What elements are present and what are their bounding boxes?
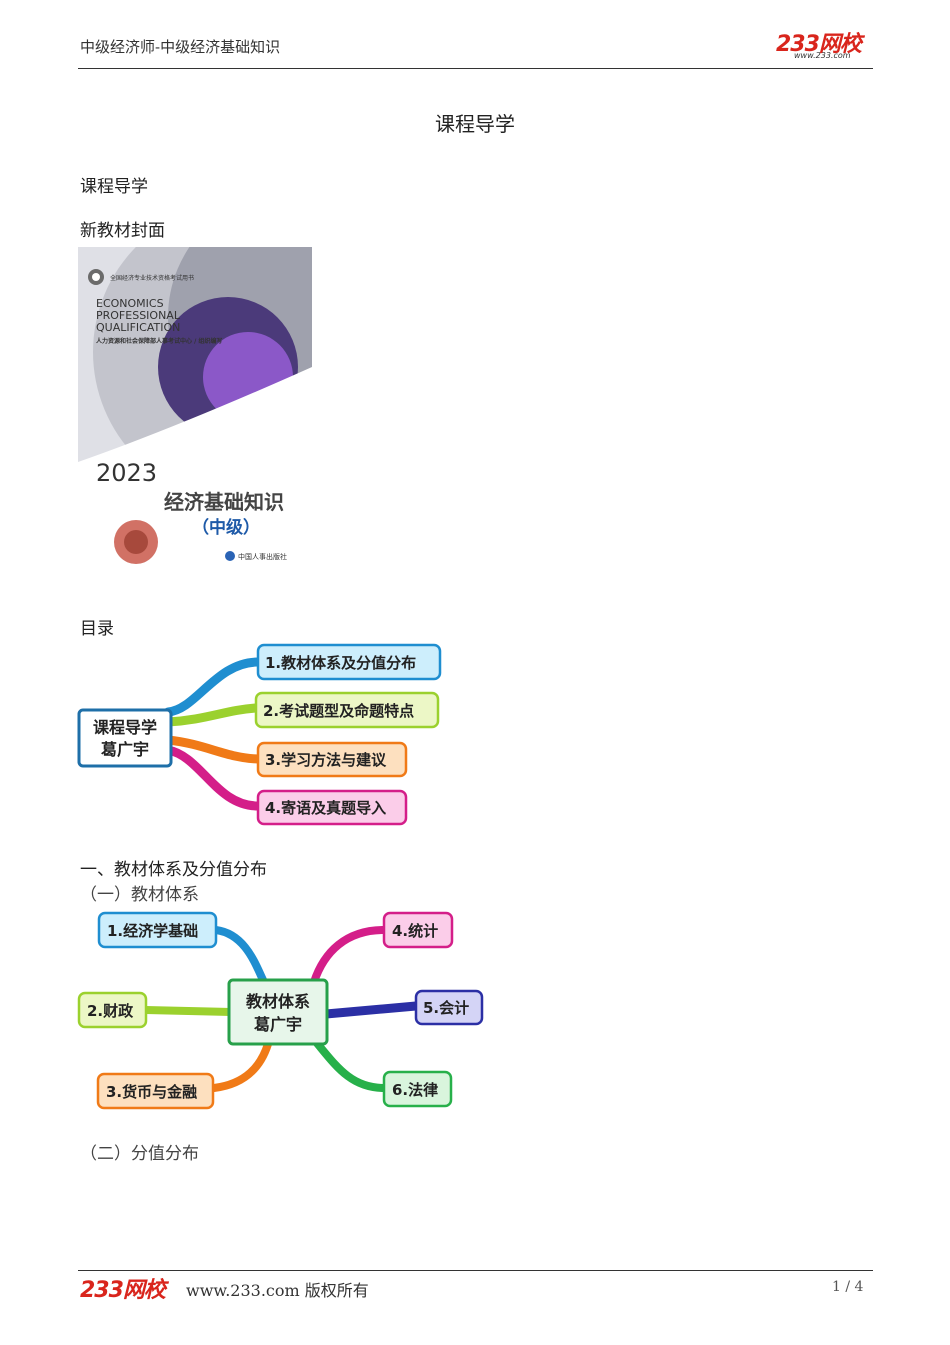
system-node-3 [96,1072,215,1110]
cover-level: （中级） [192,517,260,538]
system-node-6 [382,1070,453,1108]
toc-mindmap: 课程导学 葛广宇 1.教材体系及分值分布 2.考试题型及命题特点 3.学习方法与… [77,643,442,826]
intro-label: 课程导学 [80,177,148,197]
system-node-6-label: 6.法律 [392,1081,438,1099]
toc-center-line2: 葛广宇 [101,740,149,759]
cover-series: 全国经济专业技术资格考试用书 [110,274,194,282]
system-node-1-label: 1.经济学基础 [107,922,198,940]
system-branch-3 [210,1040,272,1092]
system-node-5 [414,989,484,1026]
system-node-5-label: 5.会计 [423,999,469,1017]
system-center-line2: 葛广宇 [254,1015,302,1034]
system-branch-2 [142,1006,235,1016]
system-mindmap: 教材体系 葛广宇 1.经济学基础 2.财政 3.货币与金融 4.统计 5.会计 … [77,911,484,1110]
cover-label: 新教材封面 [80,221,165,241]
system-node-2-label: 2.财政 [87,1002,134,1020]
toc-node-4 [256,789,408,826]
footer-copyright: www.233.com 版权所有 [186,1281,369,1300]
book-cover: 全国经济专业技术资格考试用书 ECONOMICS PROFESSIONAL QU… [78,247,312,585]
system-branch-5 [321,1001,421,1019]
system-branch-6 [312,1038,388,1092]
toc-label: 目录 [80,619,114,639]
cover-line3: QUALIFICATION [96,321,180,334]
toc-node-2 [254,691,440,729]
cover-org: 人力资源和社会保障部人事考试中心 / 组织编写 [96,337,222,345]
system-node-4 [382,911,454,949]
page-title: 课程导学 [435,112,515,136]
system-center-line1: 教材体系 [246,992,310,1011]
header-logo-url: www.233.com [794,51,851,60]
page-number: 1 / 4 [832,1279,864,1295]
footer-divider [78,1270,873,1271]
toc-node-1 [256,643,442,681]
toc-node-2-label: 2.考试题型及命题特点 [263,702,414,720]
toc-node-3-label: 3.学习方法与建议 [265,751,387,769]
toc-branch-3 [163,735,263,764]
toc-branch-4 [163,745,263,811]
header-divider [78,68,873,69]
toc-center-node [77,708,173,768]
system-node-1 [97,911,218,949]
cover-line2: PROFESSIONAL [96,309,181,322]
toc-branch-2 [163,703,261,727]
section1-title: 一、教材体系及分值分布 [80,860,267,880]
toc-node-3 [256,741,408,778]
system-center-node [227,978,329,1046]
header-logo: 233网校 [776,32,862,57]
toc-node-4-label: 4.寄语及真题导入 [265,799,386,817]
cover-line1: ECONOMICS [96,297,164,310]
cover-book-title: 经济基础知识 [164,490,284,514]
toc-node-1-label: 1.教材体系及分值分布 [265,654,416,672]
system-node-2 [77,991,148,1029]
system-node-4-label: 4.统计 [392,922,438,940]
toc-branch-1 [163,657,263,717]
footer-logo: 233网校 [80,1278,166,1303]
toc-center-line1: 课程导学 [93,718,157,737]
publisher-logo-icon [225,551,235,561]
system-branch-1 [212,926,268,986]
system-branch-4 [310,926,388,986]
sub1-title: （一）教材体系 [80,885,199,905]
cover-publisher: 中国人事出版社 [238,552,287,561]
cover-year: 2023 [96,459,157,487]
system-node-3-label: 3.货币与金融 [106,1083,197,1101]
sub2-title: （二）分值分布 [80,1144,199,1164]
header-title: 中级经济师-中级经济基础知识 [80,38,281,56]
